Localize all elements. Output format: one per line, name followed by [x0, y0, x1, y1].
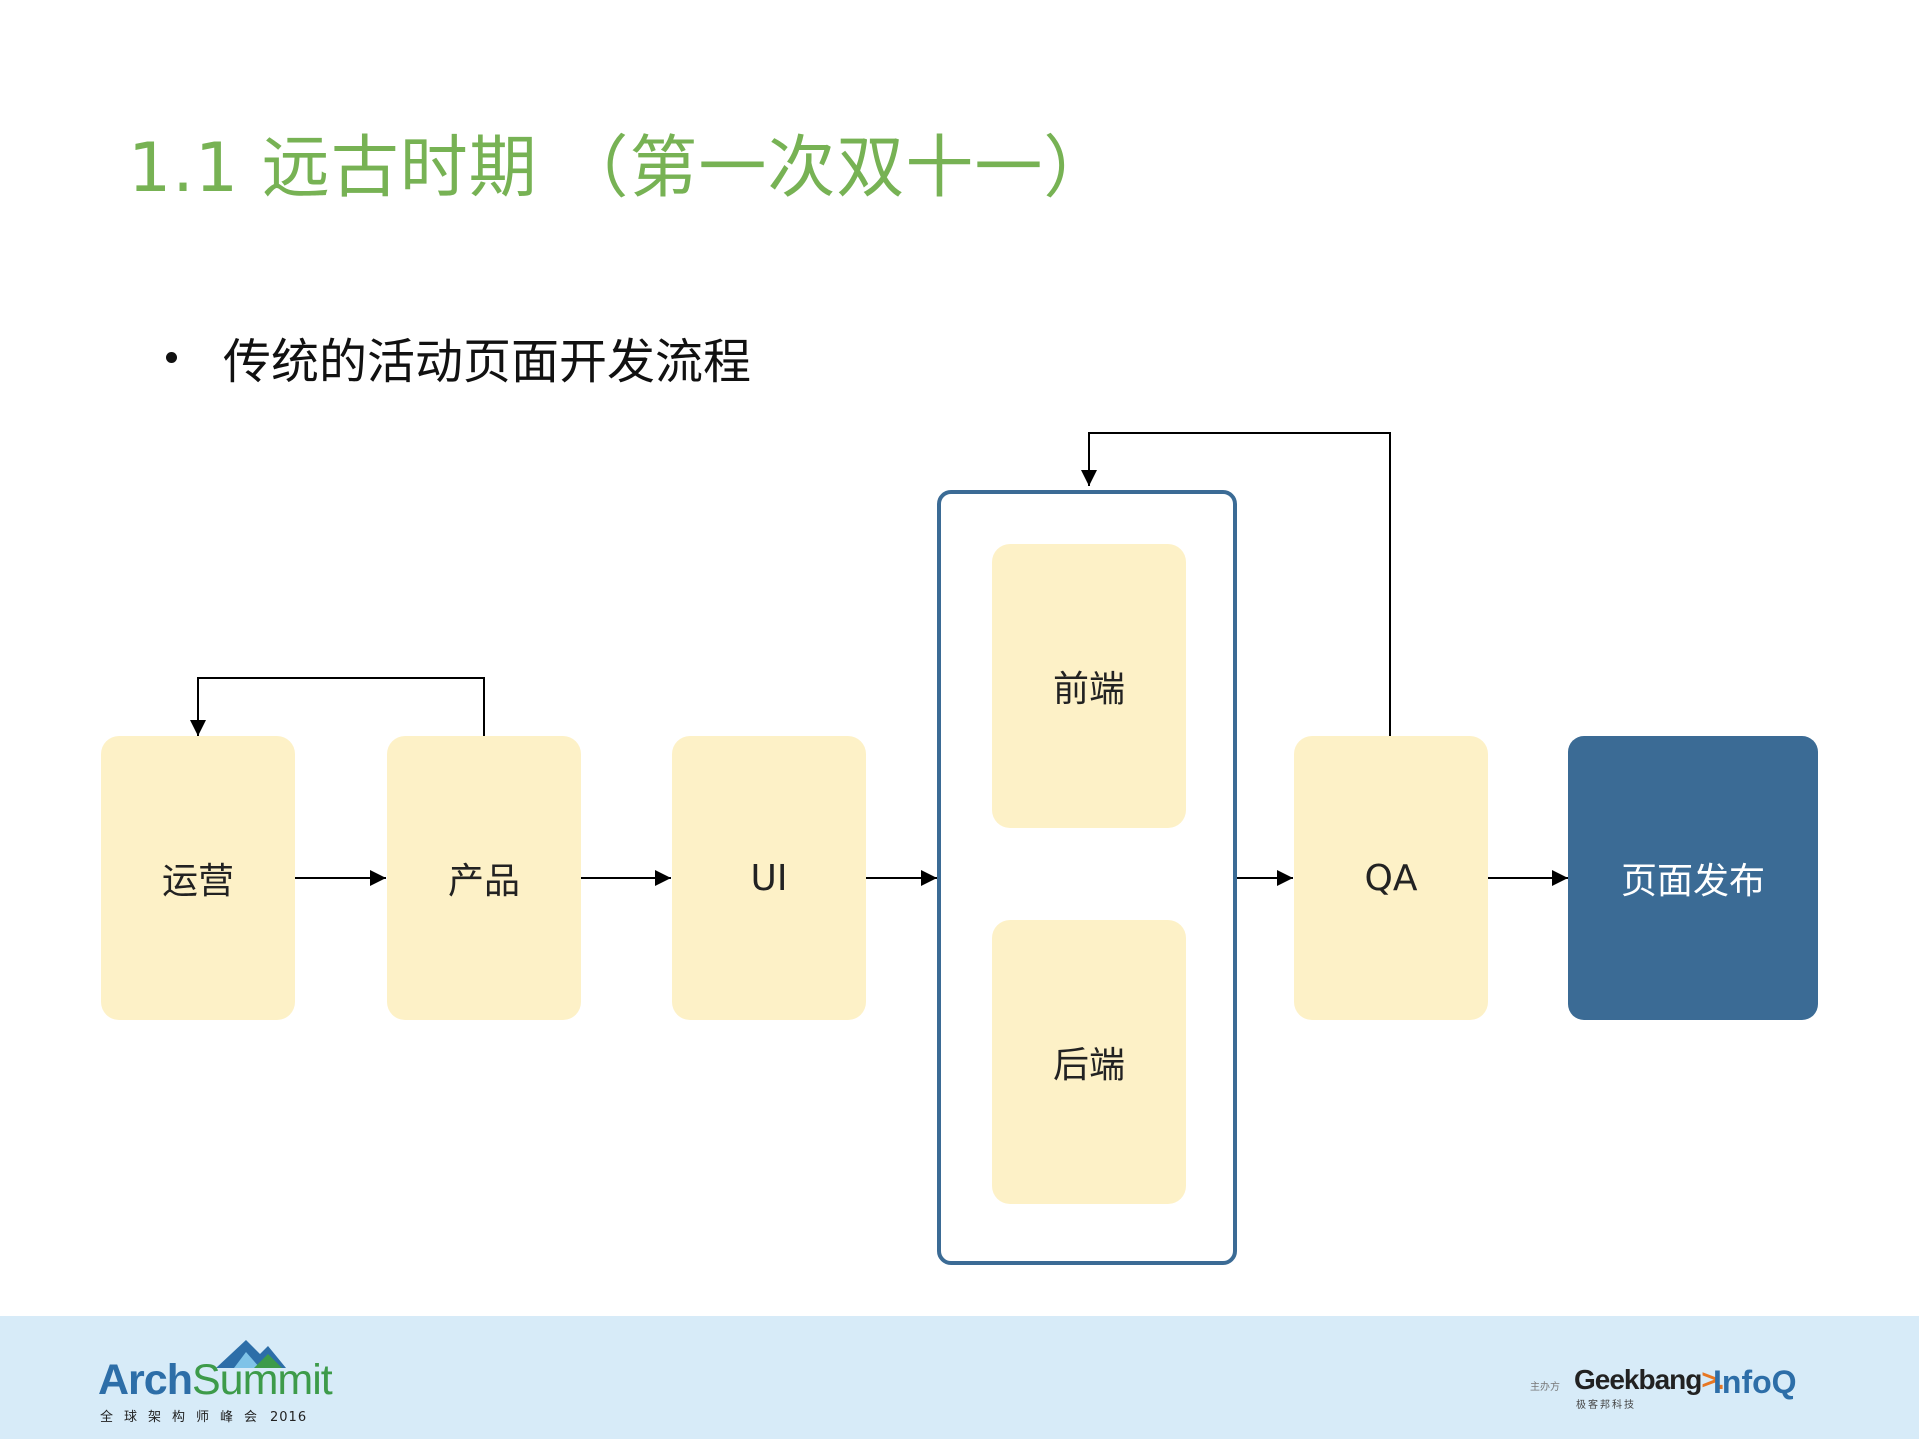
bullet-dot-icon: [166, 351, 177, 363]
bullet-text: 传统的活动页面开发流程: [223, 334, 752, 390]
bullet-item: 传统的活动页面开发流程: [166, 322, 751, 392]
flow-connectors: [190, 432, 1568, 886]
infoq-logo: InfoQ: [1713, 1364, 1797, 1400]
sponsor-logos: 主办方 Geekbang>. 极客邦科技 InfoQ: [1530, 1364, 1810, 1414]
logo-summit: Summit: [191, 1356, 333, 1404]
edge-qa-back-to-frontend: [1081, 432, 1391, 738]
node-backend: 后端: [992, 920, 1186, 1204]
node-publish: 页面发布: [1568, 736, 1818, 1020]
edge-product-back-to-ops: [190, 677, 485, 738]
node-frontend: 前端: [992, 544, 1186, 828]
mountain-icon: [216, 1340, 286, 1368]
logo-arch: Arch: [98, 1356, 193, 1404]
dev-group-container: [937, 490, 1237, 1265]
geekbang-subtitle: 极客邦科技: [1576, 1400, 1636, 1411]
geekbang-mark: >.: [1701, 1364, 1724, 1395]
node-ui: UI: [672, 736, 866, 1020]
host-label: 主办方: [1530, 1382, 1560, 1393]
logo-year: 2016: [270, 1410, 308, 1425]
geekbang-logo: Geekbang>.: [1574, 1364, 1725, 1396]
node-ops: 运营: [101, 736, 295, 1020]
footer-bar: [0, 1316, 1919, 1439]
slide-title: 1.1 远古时期 （第一次双十一）: [128, 129, 1113, 208]
logo-wordmark: ArchSummit: [98, 1356, 333, 1405]
node-product: 产品: [387, 736, 581, 1020]
node-qa: QA: [1294, 736, 1488, 1020]
geekbang-text: Geekbang: [1574, 1364, 1702, 1395]
logo-sub-text: 全球架构师峰会: [100, 1410, 269, 1425]
